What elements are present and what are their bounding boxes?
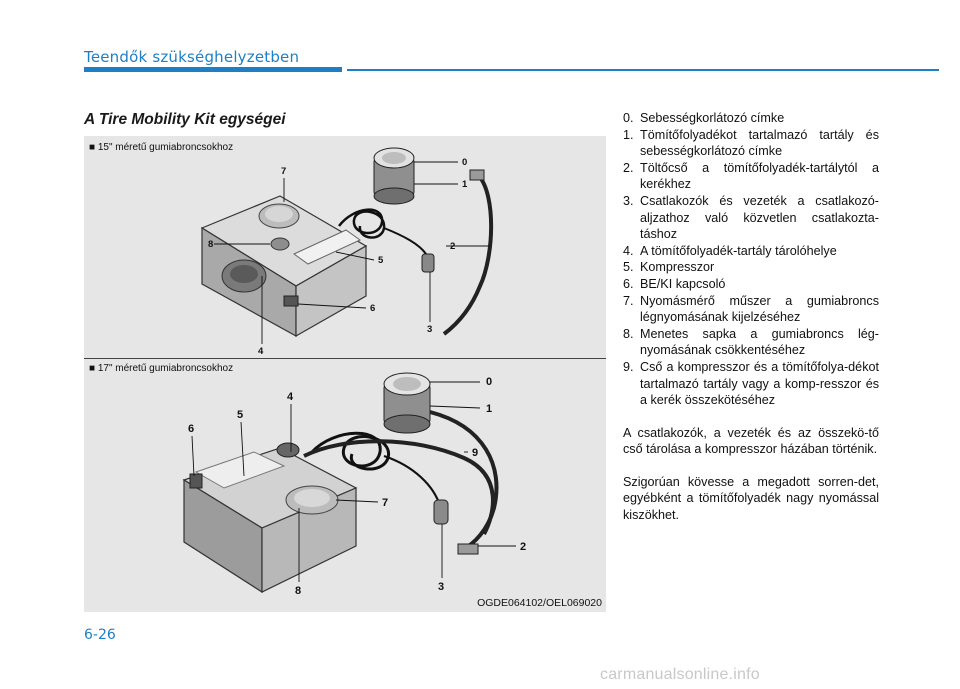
legend-item: 7. Nyomásmérő műszer a gumiabroncs légnyo… <box>623 293 879 326</box>
compressor-15-illustration <box>200 147 494 338</box>
legend-number: 2. <box>623 160 634 175</box>
callout-top-2: 2 <box>450 241 455 252</box>
legend-number: 9. <box>623 359 634 374</box>
callout-top-1: 1 <box>462 179 468 190</box>
callout-bottom-4: 4 <box>287 391 294 403</box>
legend-item: 3. Csatlakozók és vezeték a csatlakozó-al… <box>623 193 879 243</box>
callout-bottom-5: 5 <box>237 409 243 421</box>
kit-illustration: 0 1 2 3 4 5 6 7 8 <box>182 147 526 597</box>
callout-bottom-3: 3 <box>438 581 444 593</box>
callout-lines-top <box>214 161 489 344</box>
legend-text: Kompresszor <box>640 260 715 275</box>
callout-top-3: 3 <box>427 324 432 335</box>
callout-bottom-0: 0 <box>486 376 492 388</box>
tire-mobility-kit-figure: 0 1 2 3 4 5 6 7 8 <box>84 136 606 612</box>
callout-top-7: 7 <box>281 166 286 177</box>
warning-paragraph: Szigorúan kövesse a megadott sorren-det,… <box>623 474 879 523</box>
callout-bottom-9: 9 <box>472 447 478 459</box>
legend-number: 8. <box>623 326 634 341</box>
legend-number: 1. <box>623 127 634 142</box>
legend-number: 7. <box>623 293 634 308</box>
legend-number: 4. <box>623 243 634 258</box>
storage-note-paragraph: A csatlakozók, a vezeték és az összekö-t… <box>623 425 879 457</box>
callout-bottom-8: 8 <box>295 585 301 597</box>
watermark: carmanualsonline.info <box>600 666 760 683</box>
legend-text: Cső a kompresszor és a tömítőfolya-dékot… <box>640 359 879 408</box>
legend-item: 4. A tömítőfolyadék-tartály tárolóhelye <box>623 243 879 260</box>
callouts-bottom: 0 1 9 4 5 6 7 2 8 3 <box>188 376 526 597</box>
legend-text: Nyomásmérő műszer a gumiabroncs légnyomá… <box>640 293 879 325</box>
figure-title: A Tire Mobility Kit egységei <box>84 111 286 128</box>
panel-label-17-inch: ■ 17" méretű gumiabroncsokhoz <box>89 363 234 374</box>
legend-item: 0. Sebességkorlátozó címke <box>623 110 879 127</box>
legend-item: 2. Töltőcső a tömítőfolyadék-tartálytól a… <box>623 160 879 193</box>
section-title: Teendők szükséghelyzetben <box>84 48 300 66</box>
header-rule-thin <box>347 69 939 71</box>
figure-code: OGDE064102/OEL069020 <box>477 597 602 609</box>
legend-text: A tömítőfolyadék-tartály tárolóhelye <box>640 243 837 258</box>
legend-number: 3. <box>623 193 634 208</box>
compressor-17-illustration <box>182 372 499 594</box>
callout-top-6: 6 <box>370 303 375 314</box>
callout-bottom-6: 6 <box>188 423 194 435</box>
legend-text: Töltőcső a tömítőfolyadék-tartálytól a k… <box>640 160 879 192</box>
callout-bottom-2: 2 <box>520 541 526 553</box>
legend-number: 6. <box>623 276 634 291</box>
header-rule-thick <box>84 67 342 72</box>
callout-top-5: 5 <box>378 255 384 266</box>
legend-item: 9. Cső a kompresszor és a tömítőfolya-dék… <box>623 359 879 409</box>
callout-bottom-1: 1 <box>486 403 492 415</box>
callouts-top: 0 1 2 3 4 5 6 7 8 <box>208 157 468 357</box>
legend-item: 5. Kompresszor <box>623 259 879 276</box>
legend-text: Tömítőfolyadékot tartalmazó tartály és s… <box>640 127 879 159</box>
legend-text: BE/KI kapcsoló <box>640 276 726 291</box>
legend-item: 1. Tömítőfolyadékot tartalmazó tartály és… <box>623 127 879 160</box>
legend-item: 8. Menetes sapka a gumiabroncs lég-nyomás… <box>623 326 879 359</box>
legend-text: Sebességkorlátozó címke <box>640 111 785 125</box>
panel-divider <box>84 358 606 359</box>
legend-number: 0. <box>623 111 634 125</box>
callout-top-4: 4 <box>258 346 264 357</box>
callout-top-0: 0 <box>462 157 467 168</box>
callout-top-8: 8 <box>208 239 213 250</box>
legend-number: 5. <box>623 260 634 275</box>
callout-lines-bottom <box>191 381 516 582</box>
legend-text: Csatlakozók és vezeték a csatlakozó-aljz… <box>640 193 879 242</box>
legend-text: Menetes sapka a gumiabroncs lég-nyomásán… <box>640 326 879 358</box>
panel-label-15-inch: ■ 15" méretű gumiabroncsokhoz <box>89 142 234 153</box>
parts-legend: 0. Sebességkorlátozó címke 1. Tömítőfolyad… <box>623 110 879 524</box>
callout-bottom-7: 7 <box>382 497 388 509</box>
legend-item: 6. BE/KI kapcsoló <box>623 276 879 293</box>
page-number: 6-26 <box>84 627 116 643</box>
